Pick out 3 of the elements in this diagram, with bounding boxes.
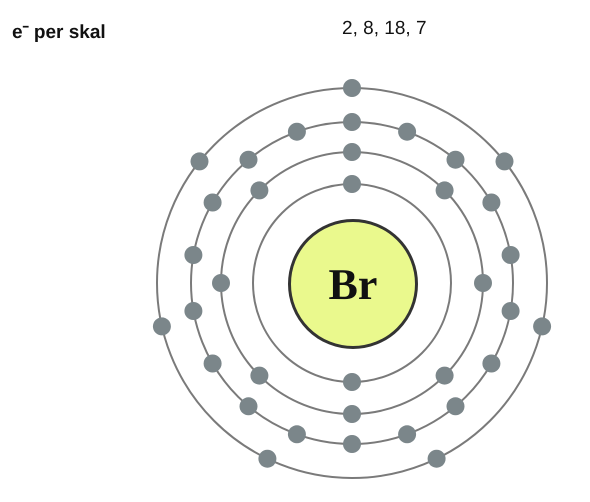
electron-count: 2, 8, 18, 7 xyxy=(342,18,427,40)
shell-heading: e⁻ per skal xyxy=(12,21,106,44)
element-symbol: Br xyxy=(328,258,378,310)
